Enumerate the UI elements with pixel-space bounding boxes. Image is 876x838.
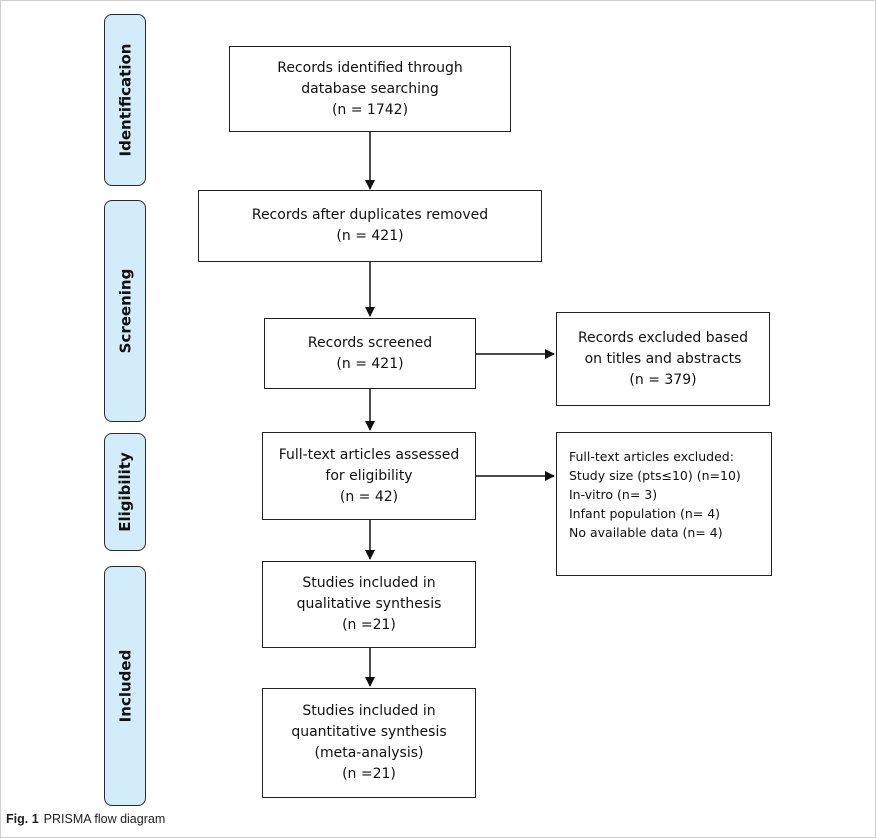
box-text-line: for eligibility [325, 467, 413, 484]
box-fulltext-assessed: Full-text articles assessed for eligibil… [262, 432, 476, 520]
box-text-line: database searching [301, 80, 439, 97]
box-duplicates-removed: Records after duplicates removed (n = 42… [198, 190, 542, 262]
stage-eligibility: Eligibility [104, 433, 146, 551]
box-text-line: Study size (pts≤10) (n=10) [569, 468, 741, 483]
stage-included: Included [104, 566, 146, 806]
box-text-line: Full-text articles excluded: [569, 449, 734, 464]
box-text-line: on titles and abstracts [584, 350, 742, 367]
box-text-line: qualitative synthesis [296, 596, 442, 612]
box-text-line: (n = 421) [336, 355, 404, 372]
box-qualitative-synthesis: Studies included in qualitative synthesi… [262, 561, 476, 648]
box-text-line: Records excluded based [577, 329, 749, 346]
figure-caption-label: Fig. 1 [6, 812, 39, 826]
box-text-line: No available data (n= 4) [569, 525, 723, 540]
box-records-screened: Records screened (n = 421) [264, 318, 476, 389]
box-text-line: quantitative synthesis [291, 724, 447, 740]
box-text-line: (meta-analysis) [314, 745, 424, 761]
box-text-line: (n =21) [342, 766, 396, 782]
box-text-line: (n =21) [342, 617, 396, 633]
box-text-line: Studies included in [302, 703, 436, 719]
box-text-line: Full-text articles assessed [278, 446, 460, 463]
box-text-line: (n = 379) [629, 371, 697, 388]
box-text-line: Studies included in [302, 575, 436, 591]
figure-caption: Fig. 1 PRISMA flow diagram [6, 812, 165, 826]
box-text-line: Records identified through [277, 59, 463, 76]
figure-caption-text: PRISMA flow diagram [43, 812, 166, 826]
box-fulltext-excluded: Full-text articles excluded: Study size … [556, 432, 772, 576]
box-text-line: Records after duplicates removed [251, 207, 489, 223]
box-records-excluded: Records excluded based on titles and abs… [556, 312, 770, 406]
box-text-line: (n = 42) [339, 488, 399, 505]
box-text-line: In-vitro (n= 3) [569, 487, 658, 502]
stage-identification: Identification [104, 14, 146, 186]
box-quantitative-synthesis: Studies included in quantitative synthes… [262, 688, 476, 798]
box-records-identified: Records identified through database sear… [229, 46, 511, 132]
box-text-line: (n = 421) [336, 228, 404, 244]
stage-screening: Screening [104, 200, 146, 422]
box-text-line: (n = 1742) [331, 101, 409, 118]
box-text-line: Infant population (n= 4) [569, 506, 721, 521]
box-text-line: Records screened [307, 334, 433, 351]
